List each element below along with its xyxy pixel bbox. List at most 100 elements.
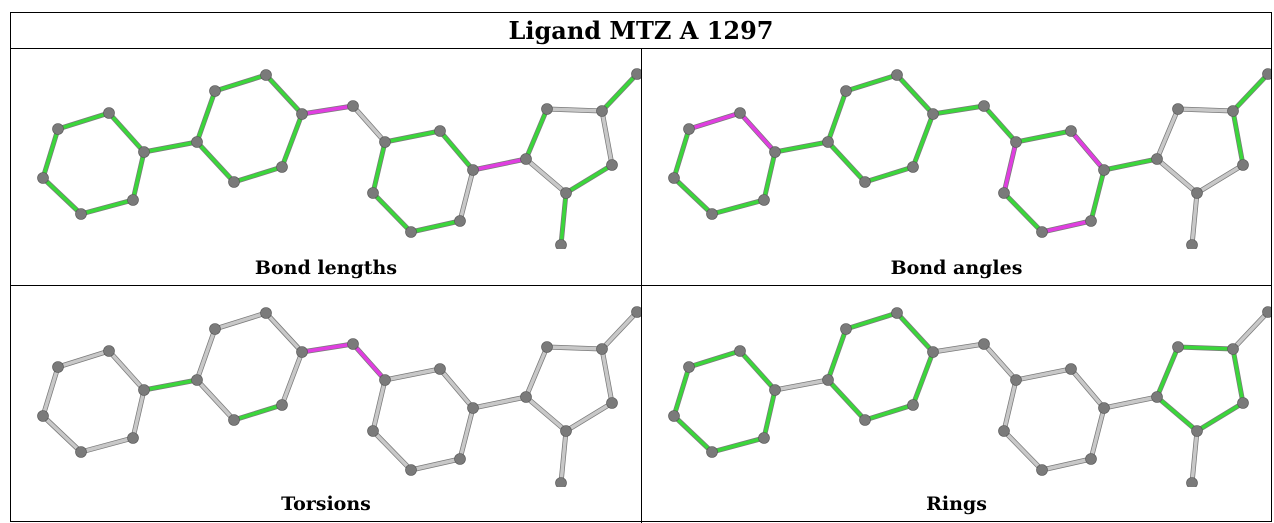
bond-angles-atom-6 [840, 85, 852, 97]
rings-atom-10 [859, 414, 871, 426]
torsions-bond-28 [559, 429, 568, 485]
torsions-bond-8 [264, 311, 304, 354]
rings-bond-14 [982, 342, 1018, 382]
torsions-bond-5 [41, 365, 60, 418]
torsions-atom-23 [560, 425, 572, 437]
rings-atom-13 [1010, 374, 1022, 386]
bond-angles-atom-23 [1191, 187, 1203, 199]
torsions-bond-14 [351, 342, 387, 382]
torsions-atom-4 [75, 446, 87, 458]
torsions-atom-7 [260, 307, 272, 319]
rings-bond-17 [1089, 406, 1106, 461]
bond-lengths-bond-22 [524, 107, 549, 161]
torsions-atom-16 [454, 453, 466, 465]
torsions-atom-8 [296, 346, 308, 358]
rings-atom-16 [1085, 453, 1097, 465]
bond-angles-bond-1 [738, 111, 777, 154]
bond-lengths-atom-10 [228, 176, 240, 188]
torsions-bond-2 [131, 388, 146, 440]
rings-atom-23 [1191, 425, 1203, 437]
torsions-atom-12 [347, 338, 359, 350]
rings-bond-12 [826, 327, 848, 382]
torsions-atom-15 [467, 402, 479, 414]
torsions-atom-10 [228, 414, 240, 426]
bond-angles-atom-19 [1151, 153, 1163, 165]
rings-atom-2 [769, 384, 781, 396]
bond-angles-bond-16 [1069, 129, 1106, 172]
rings-atom-18 [998, 425, 1010, 437]
rings-bond-28 [1190, 429, 1199, 485]
rings-bond-9 [911, 350, 935, 407]
bond-lengths-atom-1 [103, 107, 115, 119]
torsions-bond-21 [471, 395, 528, 410]
torsions-bond-1 [107, 349, 146, 392]
bond-angles-bond-12 [826, 89, 848, 144]
torsions-bond-13 [300, 342, 355, 354]
rings-bond-2 [762, 388, 777, 440]
rings-bond-7 [844, 311, 899, 331]
torsions-atom-18 [367, 425, 379, 437]
bond-angles-atom-5 [668, 172, 680, 184]
rings-atom-17 [1036, 464, 1048, 476]
rings-bond-11 [826, 378, 867, 422]
rings-bond-21 [1102, 395, 1159, 410]
rings-atom-12 [978, 338, 990, 350]
bond-lengths-bond-27 [600, 72, 639, 113]
bond-angles-bond-22 [1155, 107, 1180, 161]
bond-lengths-bond-12 [195, 89, 217, 144]
bond-lengths-atom-13 [379, 136, 391, 148]
rings-atom-9 [907, 399, 919, 411]
bond-lengths-atom-20 [541, 103, 553, 115]
bond-angles-bond-18 [1040, 219, 1093, 234]
torsions-bond-11 [195, 378, 236, 422]
caption-rings: Rings [926, 493, 987, 515]
bond-lengths-bond-0 [56, 111, 111, 131]
rings-bond-25 [1195, 401, 1245, 433]
torsions-atom-25 [555, 477, 567, 487]
bond-angles-bond-7 [844, 73, 899, 93]
rings-bond-3 [710, 436, 766, 454]
bond-angles-bond-25 [1195, 163, 1245, 195]
bond-lengths-atom-23 [560, 187, 572, 199]
rings-atom-7 [891, 307, 903, 319]
bond-angles-atom-10 [859, 176, 871, 188]
rings-bond-0 [687, 349, 742, 369]
torsions-atom-3 [127, 432, 139, 444]
bond-lengths-atom-21 [596, 105, 608, 117]
rings-atom-8 [927, 346, 939, 358]
torsions-atom-5 [37, 410, 49, 422]
bond-angles-atom-14 [1065, 125, 1077, 137]
bond-angles-bond-10 [863, 165, 915, 184]
bond-angles-bond-23 [1176, 107, 1235, 113]
bond-lengths-bond-9 [280, 112, 304, 169]
rings-atom-14 [1065, 363, 1077, 375]
bond-lengths-bond-4 [41, 176, 83, 216]
bond-angles-bond-2 [762, 150, 777, 202]
bond-lengths-atom-0 [52, 123, 64, 135]
caption-bond-angles: Bond angles [890, 257, 1023, 279]
bond-angles-atom-7 [891, 69, 903, 81]
torsions-bond-23 [545, 345, 604, 351]
molecule-torsions [37, 306, 641, 487]
rings-bond-19 [1002, 429, 1044, 472]
torsions-bond-19 [371, 429, 413, 472]
rings-bond-4 [672, 414, 714, 454]
torsions-atom-24 [631, 306, 641, 318]
panel-bond-lengths: Bond lengths [11, 49, 641, 285]
bond-angles-atom-1 [734, 107, 746, 119]
torsions-bond-16 [438, 367, 475, 410]
torsions-bond-17 [458, 406, 475, 461]
bond-lengths-atom-19 [520, 153, 532, 165]
bond-lengths-atom-4 [75, 208, 87, 220]
bond-angles-bond-13 [931, 104, 986, 116]
torsions-atom-14 [434, 363, 446, 375]
bond-angles-bond-20 [1002, 140, 1018, 195]
bond-lengths-atom-12 [347, 100, 359, 112]
bond-lengths-bond-19 [371, 191, 413, 234]
torsions-atom-6 [209, 323, 221, 335]
rings-bond-13 [931, 342, 986, 354]
bond-lengths-bond-8 [264, 73, 304, 116]
torsions-bond-10 [232, 403, 284, 422]
bond-lengths-bond-15 [383, 129, 442, 144]
bond-lengths-bond-13 [300, 104, 355, 116]
